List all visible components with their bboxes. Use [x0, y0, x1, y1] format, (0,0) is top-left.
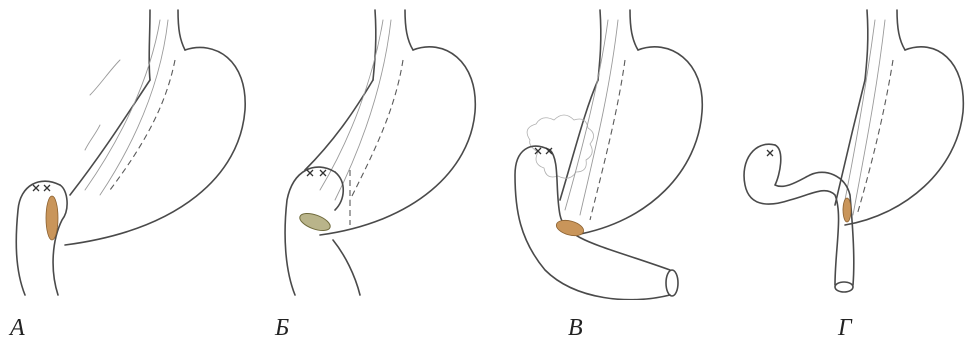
panel-label-d: Г: [838, 315, 852, 342]
panel-label-c: В: [568, 315, 583, 342]
stomach-drawing-c: [500, 0, 750, 300]
stomach-drawing-d: [735, 0, 967, 300]
panel-label-a: А: [10, 315, 25, 342]
diagram-panel-a: [0, 0, 250, 300]
stomach-drawing-b: [255, 0, 485, 300]
diagram-panel-d: [735, 0, 967, 300]
panel-label-b: Б: [275, 315, 289, 342]
stomach-drawing-a: [0, 0, 250, 300]
diagram-panel-c: [500, 0, 750, 300]
diagram-panel-b: [255, 0, 485, 300]
